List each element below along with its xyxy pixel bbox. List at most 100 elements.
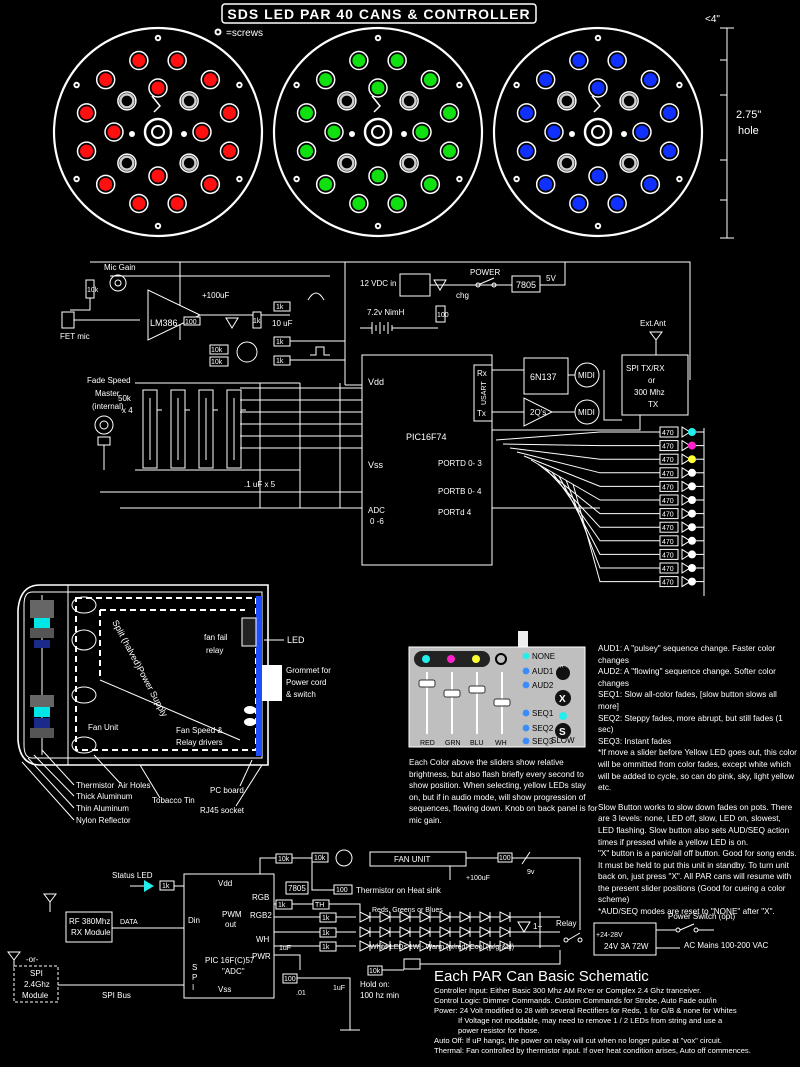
- led-icon: [181, 155, 197, 171]
- color-led-icon: [610, 196, 624, 210]
- led-icon: [195, 125, 209, 139]
- svg-text:relay: relay: [206, 646, 223, 655]
- svg-text:PORTB 0- 4: PORTB 0- 4: [438, 487, 482, 496]
- led-resistor-label: 470: [662, 580, 674, 587]
- slow-button[interactable]: [555, 723, 571, 739]
- color-led-icon: [352, 196, 366, 210]
- par-can-face: [272, 26, 484, 238]
- note-line: AUD1: A "pulsey" sequence change. Faster…: [598, 644, 776, 665]
- mode-label: AUD2: [532, 681, 554, 690]
- basic-line: Power: 24 Volt modified to 28 with sever…: [434, 1006, 737, 1015]
- led-resistor-label: 470: [662, 539, 674, 546]
- dimension-markers: <4" 2.75" hole: [705, 14, 761, 239]
- panel-caption: Each Color above the sliders show relati…: [409, 758, 598, 825]
- svg-text:PC board: PC board: [210, 786, 244, 795]
- svg-text:1k: 1k: [276, 358, 284, 365]
- screws-legend: =screws: [214, 28, 263, 39]
- slider-knob[interactable]: [418, 679, 436, 688]
- led-icon: [119, 155, 135, 171]
- output-led-icon: [688, 523, 696, 532]
- svg-text:FET mic: FET mic: [60, 332, 90, 341]
- note-line: Slow Button works to slow down fades on …: [598, 802, 793, 847]
- slider-knob[interactable]: [493, 698, 511, 707]
- svg-text:(internal): (internal): [92, 402, 124, 411]
- led-icon: [181, 93, 197, 109]
- led-icon: [559, 93, 575, 109]
- svg-text:10 uF: 10 uF: [272, 319, 293, 328]
- svg-text:fan fail: fan fail: [204, 633, 228, 642]
- svg-text:POWER: POWER: [470, 268, 500, 277]
- led-icon: [401, 93, 417, 109]
- svg-text:& switch: & switch: [286, 690, 316, 699]
- led-resistor-label: 470: [662, 552, 674, 559]
- split-supply-label: Split (halved)Power Supply: [110, 618, 170, 719]
- svg-text:Nylon Reflector: Nylon Reflector: [76, 816, 131, 825]
- color-led-icon: [352, 54, 366, 68]
- color-led-icon: [643, 177, 657, 191]
- led-icon: [371, 169, 385, 183]
- color-led-icon: [170, 54, 184, 68]
- color-led-icon: [80, 106, 94, 120]
- svg-text:Fan Speed &: Fan Speed &: [176, 726, 223, 735]
- fade-pots: [142, 389, 246, 469]
- panic-x-button[interactable]: [555, 690, 571, 706]
- svg-text:S: S: [559, 727, 566, 738]
- color-led-icon: [539, 73, 553, 87]
- led-icon: [401, 155, 417, 171]
- hole-word: hole: [738, 125, 759, 137]
- color-led-icon: [539, 177, 553, 191]
- svg-text:LED: LED: [287, 635, 305, 645]
- basic-schematic-notes: Each PAR Can Basic Schematic Controller …: [434, 968, 794, 1056]
- led-resistor-label: 470: [662, 498, 674, 505]
- output-led-icon: [688, 536, 696, 545]
- svg-text:ADC: ADC: [368, 506, 385, 515]
- mode-label: SEQ2: [532, 724, 554, 733]
- led-icon: [339, 93, 355, 109]
- basic-line: Controller Input: Either Basic 300 Mhz A…: [434, 986, 702, 995]
- led-icon: [327, 125, 341, 139]
- slider-label: RED: [420, 740, 435, 747]
- color-led-icon: [610, 54, 624, 68]
- led-icon: [621, 155, 637, 171]
- output-led-icon: [688, 564, 696, 572]
- scroll-button[interactable]: [556, 666, 570, 680]
- svg-text:SPI TX/RX: SPI TX/RX: [626, 364, 665, 373]
- led-icon: [635, 125, 649, 139]
- basic-line: If Voltage not moddable, may need to rem…: [458, 1016, 723, 1025]
- color-led-icon: [132, 196, 146, 210]
- mode-indicator-led: [522, 652, 530, 660]
- color-led-icon: [572, 196, 586, 210]
- output-led-icon: [688, 441, 696, 450]
- output-led-icon: [688, 482, 696, 491]
- color-led-icon: [132, 54, 146, 68]
- color-led-icon: [170, 196, 184, 210]
- slider-knob[interactable]: [443, 689, 461, 698]
- output-led-icon: [688, 468, 696, 477]
- color-led-icon: [442, 106, 456, 120]
- mode-indicator-led: [522, 667, 530, 675]
- led-icon: [559, 155, 575, 171]
- mode-label: SEQ3: [532, 737, 554, 746]
- svg-text:RJ45 socket: RJ45 socket: [200, 806, 245, 815]
- svg-text:PORTD 0- 3: PORTD 0- 3: [438, 459, 482, 468]
- color-led-icon: [222, 106, 236, 120]
- svg-text:LM386: LM386: [150, 318, 178, 328]
- svg-text:Tx: Tx: [477, 409, 486, 418]
- svg-text:MIDI: MIDI: [578, 371, 595, 380]
- note-line: *AUD/SEQ modes are reset to "NONE" after…: [598, 907, 775, 917]
- svg-text:100: 100: [437, 312, 449, 319]
- svg-text:PORTd 4: PORTd 4: [438, 508, 472, 517]
- svg-text:100: 100: [185, 319, 197, 326]
- svg-text:Thick Aluminum: Thick Aluminum: [76, 792, 133, 801]
- note-line: AUD2: A "flowing" sequence change. Softe…: [598, 667, 776, 688]
- slider-knob[interactable]: [468, 685, 486, 694]
- led-icon: [547, 125, 561, 139]
- svg-text:300 Mhz: 300 Mhz: [634, 388, 665, 397]
- mode-notes: AUD1: A "pulsey" sequence change. Faster…: [598, 643, 798, 918]
- svg-text:Thin Aluminum: Thin Aluminum: [76, 804, 129, 813]
- svg-text:TX: TX: [648, 400, 659, 409]
- color-led-icon: [423, 177, 437, 191]
- svg-text:Vdd: Vdd: [368, 377, 384, 387]
- title-banner: SDS LED PAR 40 CANS & CONTROLLER: [221, 3, 537, 24]
